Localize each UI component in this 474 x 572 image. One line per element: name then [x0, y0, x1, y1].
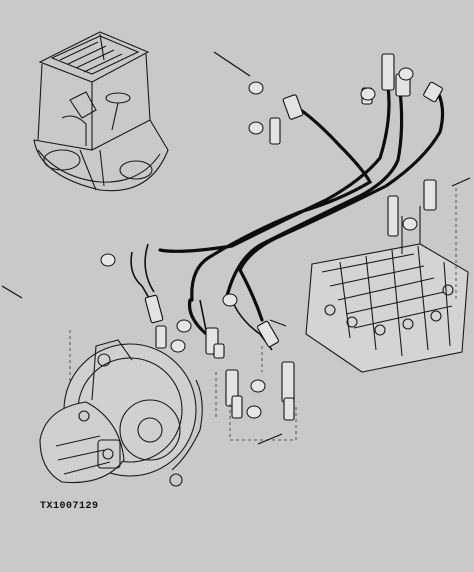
hardware-bolts [1, 51, 471, 445]
callout-balloons [100, 67, 418, 419]
hydraulic-hoses [158, 84, 445, 342]
lower-fittings [144, 294, 295, 421]
control-valve-drawing [305, 206, 469, 373]
pump-assembly-drawing [39, 339, 203, 487]
figure-reference: TX1007129 [40, 501, 99, 512]
forklift-overview-drawing [33, 31, 169, 192]
